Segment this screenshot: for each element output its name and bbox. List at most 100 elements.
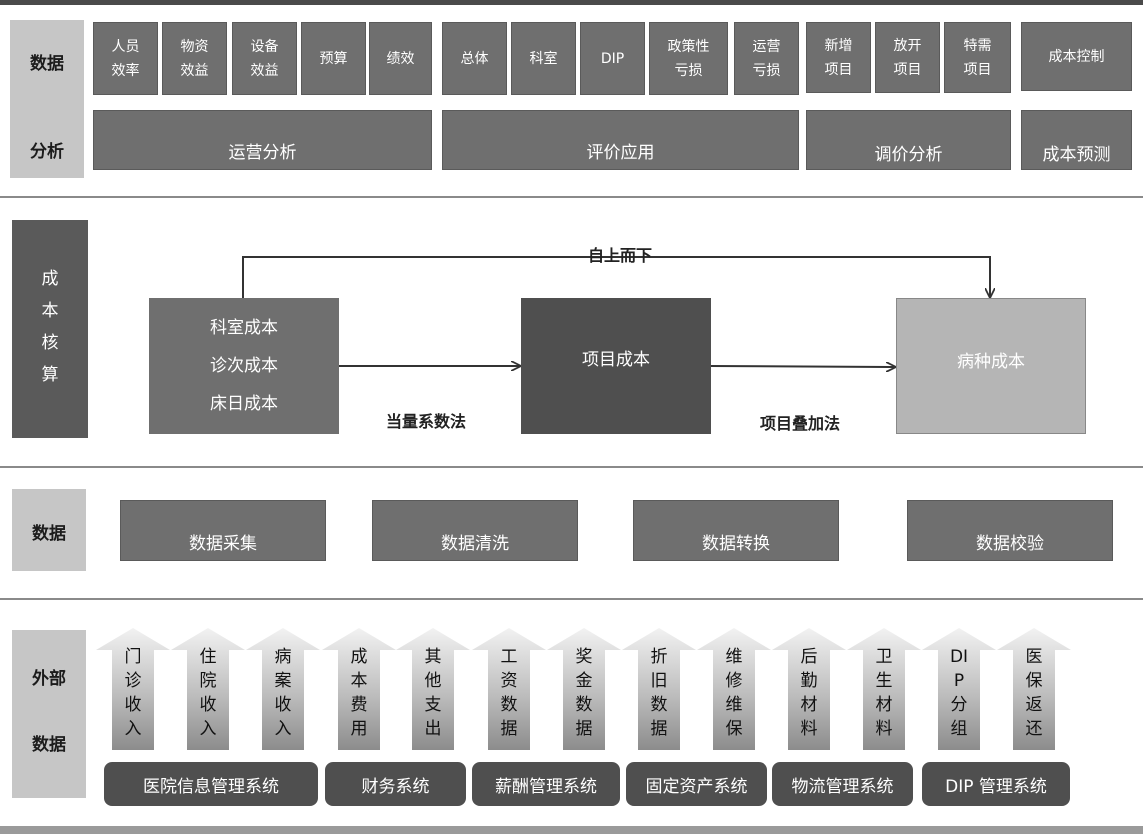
metric-cell: 物资效益 [162,22,227,95]
metric-cell: 科室 [511,22,576,95]
up-arrow-icon [322,628,396,750]
source-label-char: 入 [124,719,142,739]
source-label-char: 数 [500,695,518,715]
source-label-char: 修 [725,671,743,691]
up-arrow-icon [171,628,245,750]
source-arrow: 工资数据 [472,628,546,750]
up-arrow-icon [96,628,170,750]
metric-label-line: 特需 [963,37,992,54]
item-superposition-arrow [709,366,895,367]
source-label-char: 旧 [650,671,668,691]
source-label-char: 入 [274,719,292,739]
category-label: 调价分析 [874,145,943,165]
metric-label-line: 效益 [180,62,209,79]
source-label-char: 后 [800,647,818,667]
equivalent-coefficient-label: 当量系数法 [385,412,466,431]
step-label: 数据采集 [189,534,257,554]
source-label-char: 支 [424,695,442,715]
metric-label: 成本控制 [1049,45,1105,69]
metric-cell: 设备效益 [232,22,297,95]
source-label-char: 成 [350,647,368,667]
up-arrow-icon [396,628,470,750]
metric-cell: 运营亏损 [734,22,799,95]
step-label: 数据校验 [976,534,1044,554]
source-label: 病案收入 [246,645,320,741]
metric-label-line: 项目 [824,61,853,78]
system-label: 财务系统 [361,776,430,797]
up-arrow-icon [997,628,1071,750]
source-label-char: 费 [350,695,368,715]
source-label-char: 还 [1025,719,1043,739]
metric-label-line: 项目 [893,61,922,78]
metric-label: 运营亏损 [753,35,781,83]
source-arrow: 卫生材料 [847,628,921,750]
data-section-label: 数据 [12,489,86,571]
step-data-validation: 数据校验 [907,500,1113,561]
system-fixed-assets: 固定资产系统 [626,762,767,806]
source-label-char: 折 [650,647,668,667]
source-label-char: 收 [199,695,217,715]
source-arrow: 其他支出 [396,628,470,750]
metric-label: 科室 [530,47,558,71]
source-label-char: 用 [350,719,368,739]
metric-label: 设备效益 [251,35,279,83]
category-evaluation-application: 评价应用 [442,110,799,170]
metric-label-line: 新增 [824,37,853,54]
source-label: 奖金数据 [547,645,621,741]
source-label-char: 住 [199,647,217,667]
metric-label-line: 成本控制 [1048,48,1105,65]
source-label-char: 数 [650,695,668,715]
source-label-char: 卫 [875,647,893,667]
category-label: 评价应用 [586,143,655,163]
metric-cell: 成本控制 [1021,22,1132,91]
source-label-char: 资 [500,671,518,691]
metric-label: 总体 [461,47,489,71]
source-arrow: 病案收入 [246,628,320,750]
top-down-label: 自上而下 [587,246,652,265]
accounting-label-char: 核 [41,333,59,353]
source-arrow: 折旧数据 [622,628,696,750]
system-label: 医院信息管理系统 [143,776,279,797]
source-label-char: DI [949,647,969,667]
item-superposition-label: 项目叠加法 [759,414,840,433]
system-label: 薪酬管理系统 [495,776,597,797]
metric-cell: 总体 [442,22,507,95]
step-data-transformation: 数据转换 [633,500,839,561]
source-label-char: 收 [274,695,292,715]
metric-label-line: 政策性 [667,38,710,55]
source-label: 其他支出 [396,645,470,741]
source-label-char: 生 [875,671,893,691]
up-arrow-icon [697,628,771,750]
metric-label: 绩效 [387,47,415,71]
metric-cell: 预算 [301,22,366,95]
department-cost-box: 科室成本 诊次成本 床日成本 [149,298,339,434]
system-payroll: 薪酬管理系统 [472,762,620,806]
metric-label: DIP [601,47,624,71]
metric-label: 预算 [320,47,348,71]
up-arrow-icon [922,628,996,750]
top-down-arrow [242,256,990,298]
up-arrow-icon [246,628,320,750]
step-data-cleaning: 数据清洗 [372,500,578,561]
project-cost-label: 项目成本 [582,350,650,370]
metric-label-line: 绩效 [386,50,415,67]
metric-label-line: 运营 [752,38,781,55]
visit-cost-line: 诊次成本 [210,356,278,376]
source-label-char: 金 [575,671,593,691]
source-label-char: 出 [424,719,442,739]
system-label: DIP 管理系统 [945,776,1047,797]
system-label: 物流管理系统 [791,776,894,797]
source-label: 维修维保 [697,645,771,741]
metric-cell: 人员效率 [93,22,158,95]
source-label: 医保返还 [997,645,1071,741]
source-arrow: 奖金数据 [547,628,621,750]
source-label-char: 料 [800,719,818,739]
metric-label-line: 亏损 [752,62,781,79]
metric-label-line: 放开 [893,37,922,54]
metric-label: 新增项目 [825,34,853,82]
analysis-section-label: 数据 分析 [10,20,84,178]
source-label-char: 院 [199,671,217,691]
source-label-char: 诊 [124,671,142,691]
